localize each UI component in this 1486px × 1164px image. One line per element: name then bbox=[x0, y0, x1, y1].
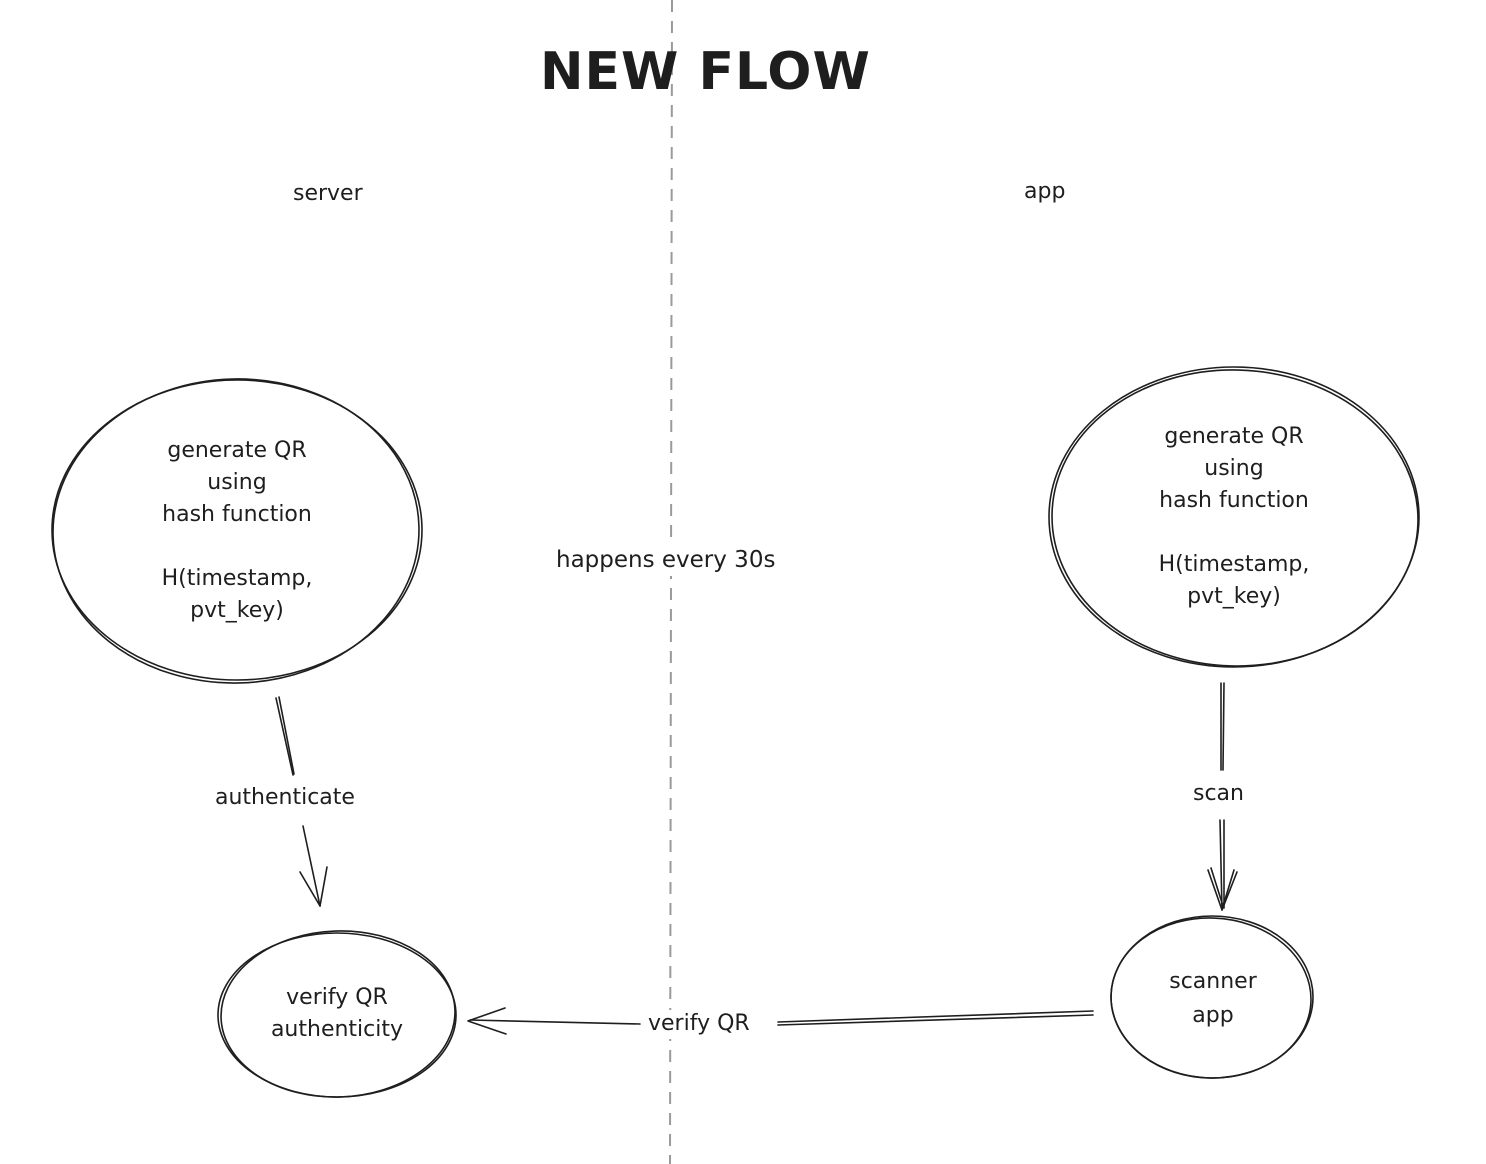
lane-label-app: app bbox=[1024, 179, 1066, 204]
server-generate-node-label: generate QR using hash function H(timest… bbox=[161, 438, 313, 623]
verify-node-label: verify QR authenticity bbox=[270, 985, 404, 1042]
app-generate-node-label: generate QR using hash function H(timest… bbox=[1158, 424, 1310, 609]
lane-divider bbox=[669, 0, 673, 1164]
timing-note: happens every 30s bbox=[552, 546, 780, 576]
authenticate-arrow bbox=[275, 696, 328, 907]
scanner-node-shape bbox=[1110, 915, 1314, 1079]
lane-label-server: server bbox=[293, 181, 363, 206]
edge-label-verify-qr: verify QR bbox=[644, 1010, 754, 1039]
edge-label-scan: scan bbox=[1193, 781, 1244, 806]
verify-qr-arrow bbox=[467, 1007, 1094, 1035]
server-generate-node-shape bbox=[51, 378, 423, 684]
diagram-title: NEW FLOW bbox=[540, 42, 871, 102]
verify-node-shape bbox=[217, 930, 457, 1098]
edge-label-authenticate: authenticate bbox=[215, 785, 355, 810]
scan-arrow bbox=[1207, 682, 1238, 911]
scanner-node-label: scanner app bbox=[1169, 969, 1257, 1028]
app-generate-node-shape bbox=[1048, 366, 1420, 668]
